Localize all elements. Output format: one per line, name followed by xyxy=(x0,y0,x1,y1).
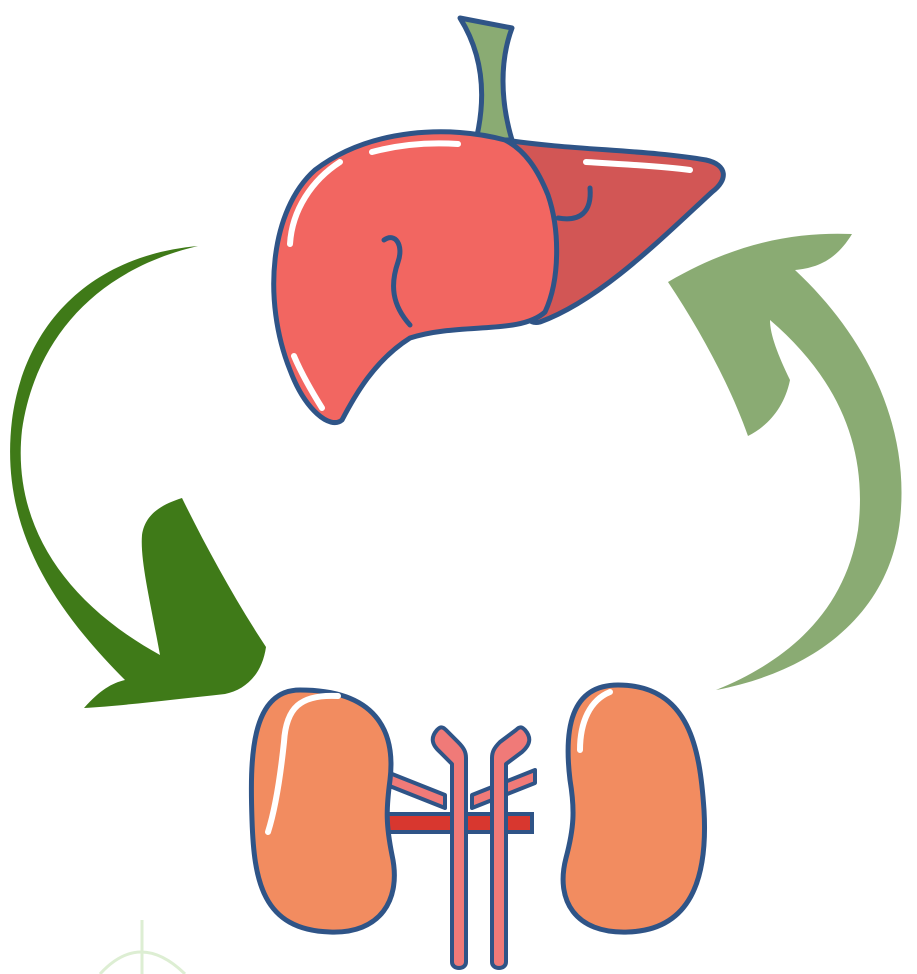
leaf-watermark-icon xyxy=(100,920,185,974)
liver-icon xyxy=(274,18,724,423)
liver-main-lobe xyxy=(274,132,557,423)
curved-arrow-up-icon xyxy=(668,234,902,690)
arrow-shape-light xyxy=(668,234,902,690)
arrow-shape-dark xyxy=(10,246,266,708)
kidneys-icon xyxy=(251,685,704,968)
curved-arrow-down-icon xyxy=(10,246,266,708)
central-vessels xyxy=(433,727,530,968)
liver-vessel xyxy=(460,18,512,140)
